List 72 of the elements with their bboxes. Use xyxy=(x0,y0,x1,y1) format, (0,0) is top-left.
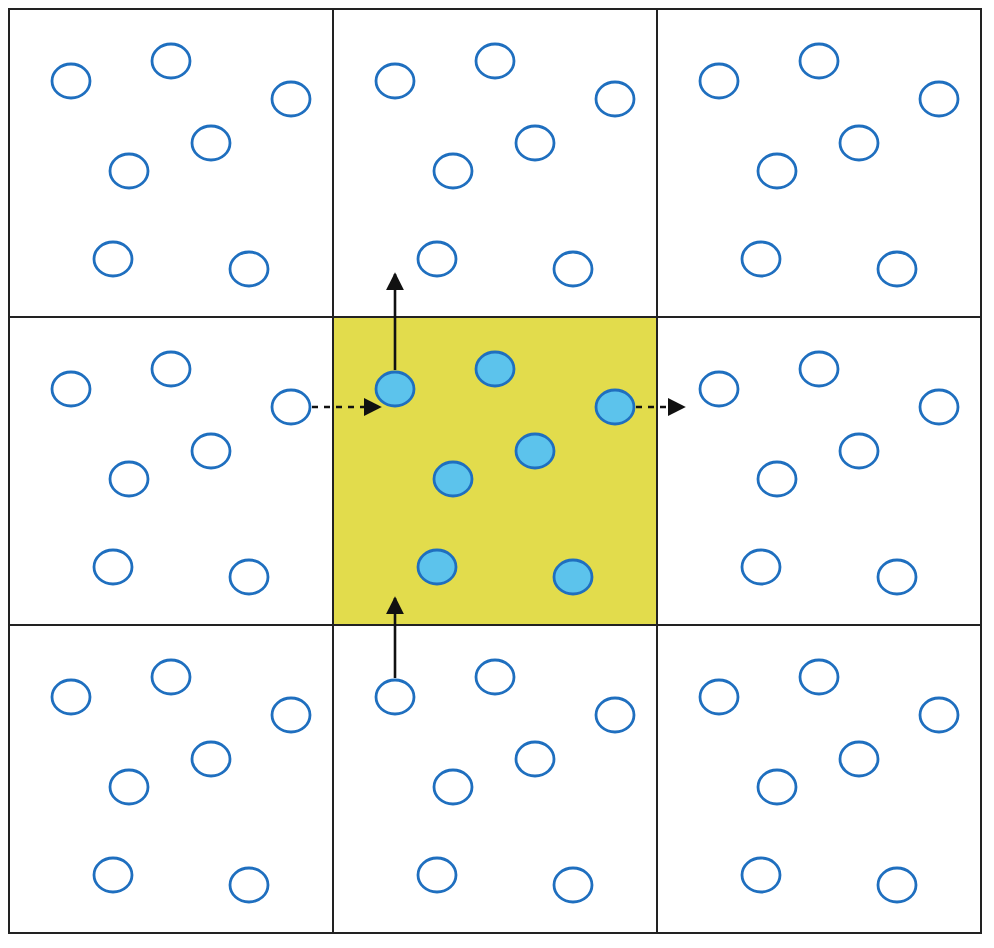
particle-circle xyxy=(50,678,92,716)
particle-circle xyxy=(416,548,458,586)
particle-circle xyxy=(798,42,840,80)
arrow xyxy=(312,397,382,417)
particle-circle xyxy=(108,152,150,190)
particle-circle xyxy=(918,388,960,426)
particle-circle xyxy=(594,80,636,118)
particle-circle xyxy=(698,370,740,408)
particle-circle xyxy=(374,678,416,716)
particle-circle xyxy=(108,460,150,498)
particle-circle xyxy=(190,740,232,778)
particle-circle xyxy=(918,696,960,734)
particle-circle xyxy=(432,460,474,498)
particle-circle xyxy=(270,696,312,734)
particle-circle xyxy=(838,432,880,470)
particle-circle xyxy=(594,696,636,734)
particle-circle xyxy=(50,370,92,408)
particle-circle xyxy=(876,866,918,904)
particle-circle xyxy=(374,62,416,100)
particle-circle xyxy=(474,350,516,388)
particle-circle xyxy=(150,658,192,696)
particle-circle xyxy=(108,768,150,806)
particle-circle xyxy=(190,124,232,162)
particle-circle xyxy=(740,240,782,278)
particle-circle xyxy=(374,370,416,408)
arrow xyxy=(385,272,405,370)
particle-circle xyxy=(474,658,516,696)
grid-cell xyxy=(656,624,982,934)
particle-circle xyxy=(798,658,840,696)
particle-circle xyxy=(474,42,516,80)
particle-circle xyxy=(698,678,740,716)
particle-circle xyxy=(514,124,556,162)
particle-circle xyxy=(150,350,192,388)
grid-cell xyxy=(332,316,658,626)
particle-circle xyxy=(838,124,880,162)
arrow xyxy=(385,596,405,678)
particle-circle xyxy=(740,548,782,586)
particle-circle xyxy=(228,866,270,904)
particle-circle xyxy=(514,432,556,470)
particle-circle xyxy=(190,432,232,470)
grid-cell xyxy=(8,8,334,318)
particle-circle xyxy=(876,250,918,288)
particle-circle xyxy=(416,856,458,894)
particle-circle xyxy=(552,866,594,904)
particle-circle xyxy=(92,548,134,586)
grid-cell xyxy=(8,624,334,934)
particle-circle xyxy=(150,42,192,80)
particle-circle xyxy=(514,740,556,778)
particle-circle xyxy=(838,740,880,778)
particle-circle xyxy=(594,388,636,426)
particle-circle xyxy=(92,856,134,894)
particle-circle xyxy=(50,62,92,100)
particle-circle xyxy=(918,80,960,118)
particle-circle xyxy=(740,856,782,894)
particle-circle xyxy=(876,558,918,596)
particle-circle xyxy=(552,558,594,596)
particle-circle xyxy=(432,768,474,806)
particle-circle xyxy=(228,558,270,596)
particle-circle xyxy=(698,62,740,100)
particle-circle xyxy=(756,768,798,806)
particle-circle xyxy=(270,80,312,118)
grid-cell xyxy=(656,8,982,318)
particle-circle xyxy=(416,240,458,278)
particle-circle xyxy=(432,152,474,190)
particle-circle xyxy=(756,460,798,498)
particle-circle xyxy=(92,240,134,278)
particle-circle xyxy=(756,152,798,190)
particle-circle xyxy=(798,350,840,388)
particle-circle xyxy=(270,388,312,426)
particle-circle xyxy=(552,250,594,288)
particle-circle xyxy=(228,250,270,288)
arrow xyxy=(636,397,686,417)
